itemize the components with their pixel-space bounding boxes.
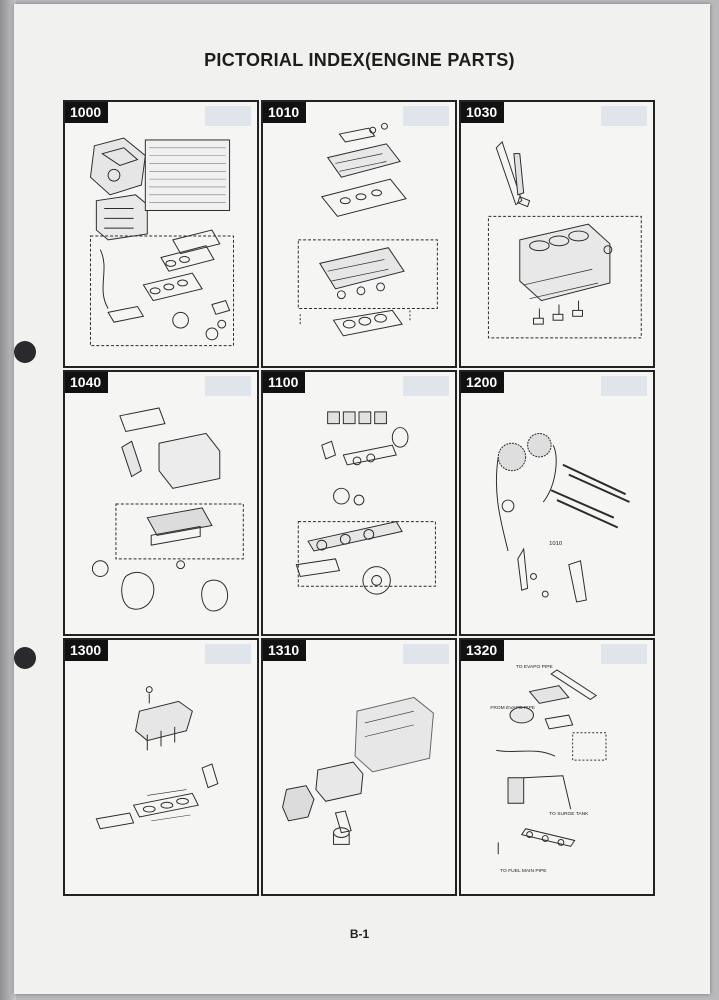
callout-to-fuel-main-pipe: TO FUEL MAIN PIPE	[500, 868, 547, 874]
ghost-code	[601, 644, 647, 664]
ghost-code	[205, 106, 251, 126]
ghost-code	[403, 376, 449, 396]
callout-from-evapo-pipe: FROM EVAPO PIPE	[490, 705, 535, 711]
ghost-code	[403, 106, 449, 126]
crankshaft-piston-diagram	[295, 411, 436, 595]
cylinder-head-diagram	[297, 122, 438, 337]
punch-hole	[14, 647, 36, 669]
panel-code: 1100	[263, 372, 306, 393]
intake-manifold-diagram	[95, 686, 219, 830]
ghost-code	[601, 106, 647, 126]
binder-edge	[0, 0, 16, 1000]
panel-1320[interactable]: 1320 TO EVAPO PIPE FROM EVAPO PIPE TO SU…	[459, 638, 655, 896]
panel-1200[interactable]: 1200 1010	[459, 370, 655, 636]
callout-to-surge-tank: TO SURGE TANK	[549, 811, 589, 817]
panel-1040[interactable]: 1040	[63, 370, 259, 636]
panel-code: 1040	[65, 372, 109, 393]
panel-code: 1200	[461, 372, 505, 393]
panel-1300[interactable]: 1300	[63, 638, 259, 896]
ghost-code	[601, 376, 647, 396]
oil-pan-diagram	[91, 407, 244, 612]
panel-code: 1310	[263, 640, 307, 661]
page-number: B-1	[349, 927, 370, 941]
panel-1030[interactable]: 1030	[459, 100, 655, 368]
ghost-code	[403, 644, 449, 664]
page-title: PICTORIAL INDEX(ENGINE PARTS)	[204, 50, 515, 70]
callout-to-evapo-pipe: TO EVAPO PIPE	[516, 664, 554, 670]
pictorial-index-grid: 1000	[63, 100, 655, 896]
panel-1310[interactable]: 1310	[261, 638, 457, 896]
panel-code: 1000	[65, 102, 109, 123]
fuel-system-diagram: TO EVAPO PIPE FROM EVAPO PIPE TO SURGE T…	[490, 664, 607, 874]
punch-hole	[14, 341, 36, 363]
panel-1100[interactable]: 1100	[261, 370, 457, 636]
exhaust-manifold-diagram	[282, 696, 434, 845]
panel-1010[interactable]: 1010	[261, 100, 457, 368]
panel-code: 1030	[461, 102, 505, 123]
ghost-code	[205, 644, 251, 664]
gasket-set-diagram	[89, 137, 234, 347]
panel-1000[interactable]: 1000	[63, 100, 259, 368]
cylinder-block-diagram	[487, 141, 642, 339]
panel-code: 1300	[65, 640, 109, 661]
panel-code: 1320	[461, 640, 505, 661]
panel-code: 1010	[263, 102, 307, 123]
part-ref-label: 1010	[549, 541, 563, 547]
camshaft-timing-belt-diagram: 1010	[495, 432, 630, 603]
ghost-code	[205, 376, 251, 396]
